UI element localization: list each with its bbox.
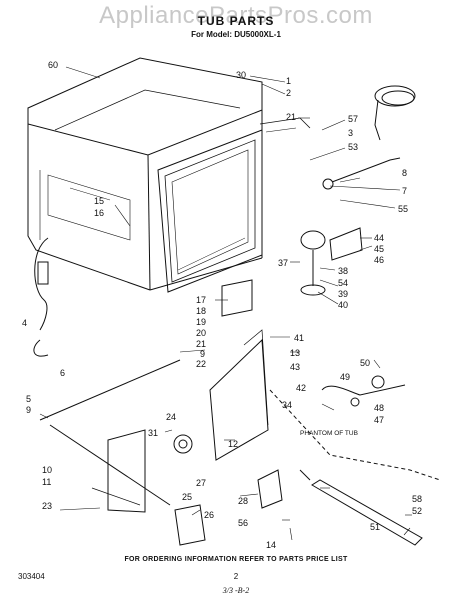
clamp-part	[37, 261, 49, 285]
callout-56: 56	[238, 518, 248, 528]
clamp-part-49	[371, 375, 385, 389]
callout-16: 16	[94, 208, 104, 218]
callout-21b: 21	[196, 339, 206, 349]
bracket-part-44	[329, 227, 363, 261]
hose-part-8	[331, 157, 401, 183]
bracket-part-17	[221, 279, 253, 317]
handwritten-code: 3/3 -B-2	[222, 586, 250, 595]
rod-part-22	[39, 359, 181, 421]
callout-47: 47	[374, 415, 384, 425]
callout-48: 48	[374, 403, 384, 413]
callout-25: 25	[182, 492, 192, 502]
callout-41: 41	[294, 333, 304, 343]
callout-30: 30	[236, 70, 246, 80]
callout-57: 57	[348, 114, 358, 124]
callout-52: 52	[412, 506, 422, 516]
float-part-40	[300, 284, 326, 296]
callout-9a: 9	[200, 349, 205, 359]
callout-8: 8	[402, 168, 407, 178]
callout-53: 53	[348, 142, 358, 152]
page-number: 2	[233, 572, 239, 581]
drain-hose-part-4	[34, 237, 49, 331]
callout-5: 5	[26, 394, 31, 404]
callout-22: 22	[196, 359, 206, 369]
callout-50: 50	[360, 358, 370, 368]
callout-10: 10	[42, 465, 52, 475]
callout-21a: 21	[286, 112, 296, 122]
callout-28: 28	[238, 496, 248, 506]
callout-46: 46	[374, 255, 384, 265]
callout-58: 58	[412, 494, 422, 504]
callout-19: 19	[196, 317, 206, 327]
callout-9b: 9	[26, 405, 31, 415]
callout-54: 54	[338, 278, 348, 288]
callout-34: 34	[282, 400, 292, 410]
callout-42: 42	[296, 383, 306, 393]
door-gasket	[157, 117, 311, 293]
callout-40: 40	[338, 300, 348, 310]
leader-lines	[39, 66, 412, 541]
clamp-part-48	[350, 397, 360, 407]
callout-14: 14	[266, 540, 276, 550]
kick-plate-part-51	[311, 479, 423, 546]
callout-12: 12	[228, 439, 238, 449]
callout-27: 27	[196, 478, 206, 488]
rod-part-10	[49, 424, 171, 506]
callout-37: 37	[278, 258, 288, 268]
callout-1: 1	[286, 76, 291, 86]
fill-hose-coil	[374, 85, 416, 141]
callout-26: 26	[204, 510, 214, 520]
hose-part-47	[321, 384, 406, 396]
watermark: AppliancePartsPros.com	[99, 2, 373, 29]
tub-cabinet	[27, 57, 263, 291]
phantom-line	[269, 389, 441, 481]
callout-23: 23	[42, 501, 52, 511]
callout-11: 11	[42, 477, 51, 487]
callout-18: 18	[196, 306, 206, 316]
callout-44: 44	[374, 233, 384, 243]
callout-17: 17	[196, 295, 206, 305]
callout-24: 24	[166, 412, 176, 422]
valve-part-26	[174, 504, 206, 546]
phantom-tub-note: PHANTOM OF TUB	[300, 430, 358, 437]
callout-39: 39	[338, 289, 348, 299]
callout-38: 38	[338, 266, 348, 276]
callout-45: 45	[374, 244, 384, 254]
callout-49: 49	[340, 372, 350, 382]
diagram-subtitle: For Model: DU5000XL-1	[191, 30, 281, 39]
callout-51: 51	[370, 522, 380, 532]
callout-labels: 60 30 1 2 21 57 3 53 8 7 55 15 16 44 45 …	[22, 60, 422, 550]
callout-13: 13	[290, 348, 300, 358]
bracket-part-28	[257, 469, 283, 509]
callout-55: 55	[398, 204, 408, 214]
callout-15: 15	[94, 196, 104, 206]
bracket-part-43	[209, 338, 269, 461]
callout-31: 31	[148, 428, 158, 438]
callout-60: 60	[48, 60, 58, 70]
callout-43: 43	[290, 362, 300, 372]
ordering-info-footer: FOR ORDERING INFORMATION REFER TO PARTS …	[124, 556, 348, 563]
callout-7: 7	[402, 186, 407, 196]
diagram-title: TUB PARTS	[197, 14, 275, 28]
callout-6: 6	[60, 368, 65, 378]
callout-2: 2	[286, 88, 291, 98]
callout-4: 4	[22, 318, 27, 328]
hose-clamp	[322, 178, 334, 190]
bracket-part-11	[107, 429, 146, 513]
document-number: 303404	[18, 572, 45, 581]
gear-part-24	[173, 434, 193, 454]
float-part-38	[300, 230, 326, 250]
callout-20: 20	[196, 328, 206, 338]
callout-3: 3	[348, 128, 353, 138]
hose-part-6	[33, 339, 49, 357]
